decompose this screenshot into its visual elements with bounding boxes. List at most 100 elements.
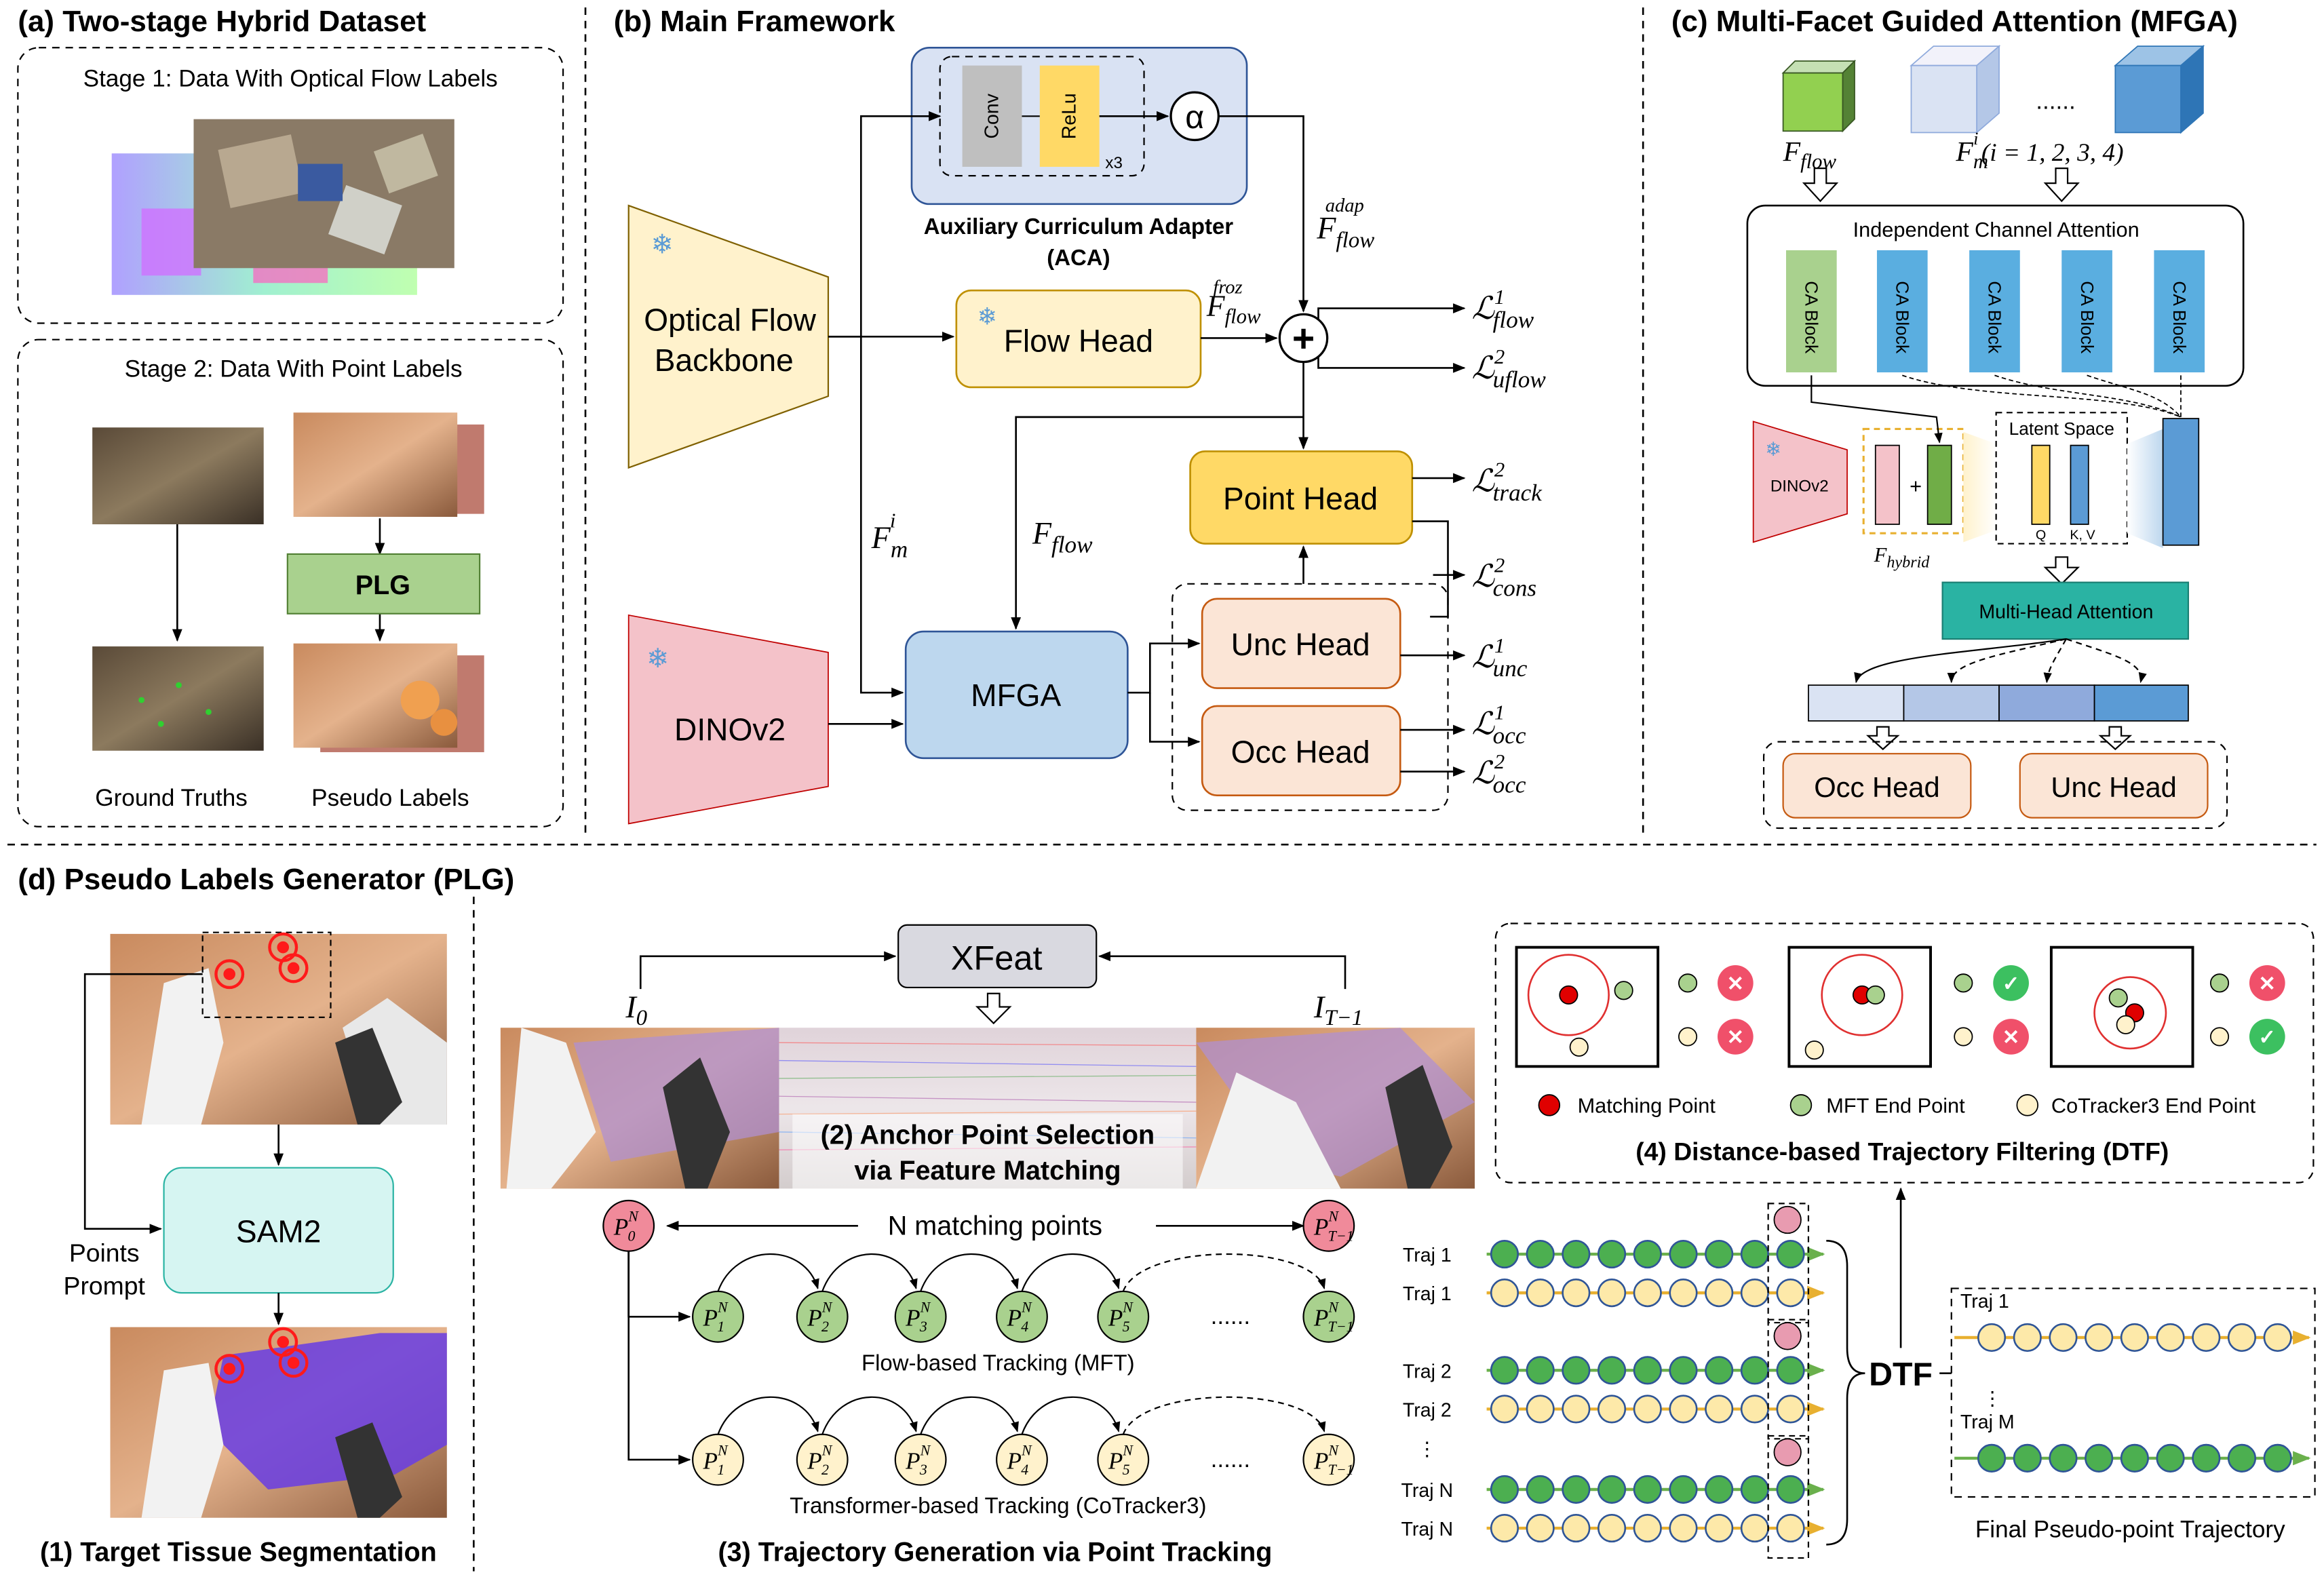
dtf-title: (4) Distance-based Trajectory Filtering … xyxy=(1635,1137,2169,1166)
traj-point xyxy=(1740,1395,1769,1424)
traj-point xyxy=(1633,1475,1662,1504)
anchor-title-2: via Feature Matching xyxy=(854,1156,1121,1186)
relu-label: ReLu xyxy=(1059,93,1081,139)
roi-box xyxy=(201,931,332,1018)
optical-flow-backbone xyxy=(627,204,830,469)
panel-d-title: (d) Pseudo Labels Generator (PLG) xyxy=(18,863,514,896)
traj-point xyxy=(1633,1279,1662,1308)
final-traj-point xyxy=(2085,1443,2114,1473)
dtf-case-2: ✓ ✕ xyxy=(1787,946,2029,1068)
final-row-label: ⋮ xyxy=(1983,1388,2002,1409)
traj-title: (3) Trajectory Generation via Point Trac… xyxy=(718,1537,1272,1567)
traj-point xyxy=(1490,1279,1519,1308)
traj-point xyxy=(1740,1475,1769,1504)
n-matching-label: N matching points xyxy=(888,1211,1102,1241)
traj-point xyxy=(1526,1356,1555,1385)
traj-point xyxy=(1669,1356,1698,1385)
occ-head-box xyxy=(1201,705,1401,796)
panel-d: (d) Pseudo Labels Generator (PLG) SAM2 P… xyxy=(18,863,2316,1567)
traj-point xyxy=(1705,1356,1734,1385)
match-end-point xyxy=(1773,1322,1802,1350)
match-end-point xyxy=(1773,1438,1802,1466)
traj-point xyxy=(1705,1279,1734,1308)
traj-row-label: Traj 2 xyxy=(1403,1399,1452,1421)
panel-a-title: (a) Two-stage Hybrid Dataset xyxy=(18,5,426,38)
traj-point xyxy=(1490,1395,1519,1424)
mha-label: Multi-Head Attention xyxy=(1979,601,2153,623)
legend-mft-dot xyxy=(1789,1094,1813,1116)
x3-label: x3 xyxy=(1105,154,1122,172)
final-traj-point xyxy=(2227,1443,2257,1473)
plg-label: PLG xyxy=(355,570,410,600)
end-column-3 xyxy=(1767,1435,1810,1559)
snow-icon: ❄ xyxy=(646,644,669,674)
ca-block-label: CA Block xyxy=(2169,281,2190,354)
sam2-label: SAM2 xyxy=(236,1213,322,1249)
traj-point xyxy=(1526,1239,1555,1269)
ca-block-label: CA Block xyxy=(2077,281,2097,354)
c-f-m: Fmi(i = 1, 2, 3, 4) xyxy=(1955,129,2123,173)
traj-point xyxy=(1490,1239,1519,1269)
traj-point xyxy=(1633,1356,1662,1385)
traj-point xyxy=(1526,1514,1555,1543)
ca-block-label: CA Block xyxy=(1893,281,1913,354)
final-traj-point xyxy=(2120,1323,2149,1352)
mfga-label: MFGA xyxy=(971,678,1061,713)
final-traj-point xyxy=(2263,1323,2292,1352)
traj-point xyxy=(1776,1279,1805,1308)
legend-mft: MFT End Point xyxy=(1826,1093,1965,1117)
down-arrow-icon xyxy=(975,992,1012,1025)
final-traj-point xyxy=(2013,1323,2042,1352)
final-traj-point xyxy=(2120,1443,2149,1473)
mfga-box xyxy=(904,630,1129,760)
stacked-features xyxy=(2162,418,2200,546)
brace xyxy=(1826,1239,1865,1546)
final-title: Final Pseudo-point Trajectory xyxy=(1975,1516,2285,1542)
traj-point xyxy=(1562,1395,1591,1424)
final-traj-point xyxy=(2156,1443,2185,1473)
traj-point xyxy=(1776,1356,1805,1385)
dtf-case-1: ✕ ✕ xyxy=(1515,946,1754,1068)
ca-block xyxy=(2154,250,2205,372)
traj-point xyxy=(1490,1356,1519,1385)
panel-a: (a) Two-stage Hybrid Dataset Stage 1: Da… xyxy=(17,5,564,827)
dinov2-encoder xyxy=(627,614,829,825)
cotracker-label: Transformer-based Tracking (CoTracker3) xyxy=(790,1493,1206,1518)
ica-label: Independent Channel Attention xyxy=(1853,218,2139,241)
final-traj-point xyxy=(2192,1323,2221,1352)
i0-label: I0 xyxy=(625,990,647,1030)
traj-point xyxy=(1669,1514,1698,1543)
token-bar xyxy=(1808,684,2189,722)
traj-point xyxy=(1562,1239,1591,1269)
conv-block xyxy=(962,65,1022,167)
final-traj-point xyxy=(2227,1323,2257,1352)
cube-dots: ...... xyxy=(2036,87,2076,114)
aca-label-2: (ACA) xyxy=(1047,245,1110,270)
f-flow-cube xyxy=(1781,59,1857,133)
f-flow: Fflow xyxy=(1032,516,1093,558)
point-node xyxy=(1302,1290,1355,1343)
svg-text:✓: ✓ xyxy=(2258,1025,2276,1049)
traj-point xyxy=(1705,1514,1734,1543)
f-flow-adap: Fflowadap xyxy=(1316,195,1374,253)
alpha-label: α xyxy=(1185,99,1204,136)
f-hybrid: Fhybrid xyxy=(1874,543,1931,572)
dinov2-feature xyxy=(1874,444,1900,525)
traj-point xyxy=(1562,1279,1591,1308)
plg-box xyxy=(286,553,481,615)
pseudo-labels-label: Pseudo Labels xyxy=(311,785,469,811)
traj-point xyxy=(1562,1356,1591,1385)
unc-head-box xyxy=(1201,598,1401,689)
traj-point xyxy=(1597,1395,1627,1424)
traj-point xyxy=(1740,1514,1769,1543)
